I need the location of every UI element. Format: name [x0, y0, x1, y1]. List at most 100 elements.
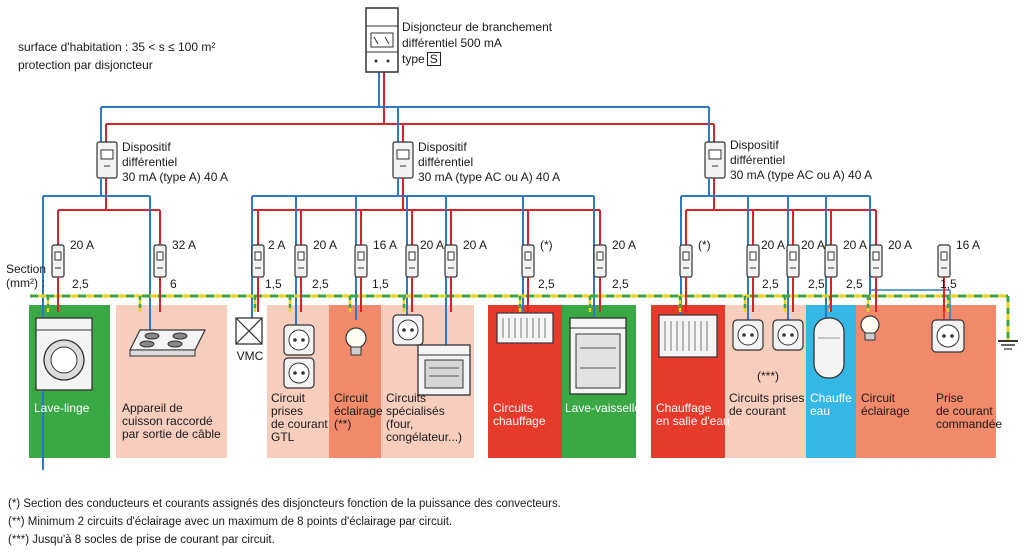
rcd-symbol-1	[96, 141, 118, 179]
label-prises: Circuits prises de courant	[729, 392, 804, 418]
conductor-section: 1,5	[265, 277, 282, 291]
rcd-symbol-3	[704, 141, 726, 179]
conductor-section: 1,5	[940, 277, 957, 291]
circuit-breaker-icon	[786, 244, 800, 312]
breaker-rating: 20 A	[801, 238, 826, 252]
breaker-rating: 16 A	[956, 238, 981, 252]
zone-eclairage-prise-commandee	[856, 305, 996, 458]
oven-icon	[417, 344, 471, 396]
circuit-breaker-icon	[824, 244, 838, 312]
breaker-rating: 20 A	[70, 238, 95, 252]
main-breaker-symbol	[365, 7, 399, 73]
breaker-rating: 2 A	[268, 238, 286, 252]
breaker-rating: 32 A	[172, 238, 197, 252]
label-line: chauffage	[493, 414, 546, 428]
label-lave-linge: Lave-linge	[34, 401, 90, 415]
label-chauffage: Circuits chauffage	[493, 402, 546, 428]
breaker-rating: 20 A	[420, 238, 445, 252]
circuit-breaker-icon	[153, 244, 167, 312]
label-line: Circuits	[493, 401, 534, 415]
label-prise-commandee: Prise de courant commandée	[936, 392, 1002, 431]
label-line: en salle d'eau	[656, 414, 730, 428]
label-line: Prise	[936, 391, 964, 405]
footnote-3: (***) Jusqu'à 8 socles de prise de coura…	[8, 534, 275, 546]
rcd-3-label-line3: 30 mA (type AC ou A) 40 A	[730, 168, 873, 182]
label-line: Circuits	[386, 391, 427, 405]
circuit-breaker-icon	[679, 244, 693, 312]
circuit-breaker-icon	[251, 244, 265, 312]
breaker-rating: (*)	[698, 238, 711, 252]
label-line: spécialisés	[386, 404, 445, 418]
circuit-breaker-icon	[937, 244, 951, 312]
circuit-breaker-icon	[521, 244, 535, 312]
circuit-breaker-icon	[444, 244, 458, 312]
footnote-2: (**) Minimum 2 circuits d'éclairage avec…	[8, 516, 453, 528]
label-line: éclairage	[334, 404, 383, 418]
breaker-rating: 20 A	[761, 238, 786, 252]
rcd-1-label-line1: Dispositif	[122, 140, 171, 154]
conductor-section: 2,5	[72, 277, 89, 291]
circuit-breaker-icon	[354, 244, 368, 312]
washing-machine-icon	[35, 317, 93, 391]
breaker-rating: 20 A	[888, 238, 913, 252]
type-value: S	[426, 52, 441, 66]
rcd-1-label-line3: 30 mA (type A) 40 A	[122, 170, 229, 184]
conductor-section: 2,5	[312, 277, 329, 291]
label-line: Chauffage	[656, 401, 712, 415]
conductor-section: 6	[170, 277, 177, 291]
rcd-2-label-line1: Dispositif	[418, 140, 467, 154]
surface-note: surface d'habitation : 35 < s ≤ 100 m²	[18, 40, 216, 54]
breaker-rating: (*)	[540, 238, 553, 252]
rcd-1-label-line2: différentiel	[122, 155, 178, 169]
cooktop-icon	[129, 329, 206, 357]
label-chauffage-sde: Chauffage en salle d'eau	[656, 402, 730, 428]
label-line: par sortie de câble	[122, 427, 221, 441]
label-line: (four,	[386, 417, 414, 431]
socket-icon	[392, 314, 424, 346]
label-line: Circuit	[861, 391, 896, 405]
circuit-breaker-icon	[294, 244, 308, 312]
protection-note: protection par disjoncteur	[18, 58, 153, 72]
light-bulb-icon	[860, 315, 880, 341]
footnote-1: (*) Section des conducteurs et courants …	[8, 498, 561, 510]
breaker-rating: 20 A	[612, 238, 637, 252]
conductor-section: 2,5	[808, 277, 825, 291]
convector-heater-icon	[496, 312, 554, 344]
circuit-breaker-icon	[593, 244, 607, 312]
label-lave-vaisselle: Lave-vaisselle	[565, 401, 642, 415]
label-line: Appareil de	[122, 401, 183, 415]
breaker-layer	[51, 244, 951, 312]
circuit-breaker-icon	[405, 244, 419, 312]
circuit-breaker-icon	[869, 244, 883, 312]
breaker-rating: 20 A	[843, 238, 868, 252]
label-line: de courant	[936, 404, 993, 418]
light-bulb-icon	[345, 327, 367, 356]
label-chauffe-eau: Chauffe eau	[810, 392, 852, 418]
section-label-line2: (mm²) :	[6, 276, 45, 290]
label-line: Chauffe	[810, 391, 852, 405]
convector-heater-icon	[658, 314, 718, 358]
label-line: (**)	[334, 417, 352, 431]
rcd-3-label-line1: Dispositif	[730, 138, 779, 152]
rcd-2-label-line3: 30 mA (type AC ou A) 40 A	[418, 170, 561, 184]
label-line: Circuit	[271, 391, 306, 405]
label-line: cuisson raccordé	[122, 414, 213, 428]
section-label-line1: Section	[6, 262, 47, 276]
label-eclairage-1: Circuit éclairage (**)	[334, 392, 383, 431]
label-specialises: Circuits spécialisés (four, congélateur.…	[386, 392, 462, 444]
conductor-section: 2,5	[762, 277, 779, 291]
conductor-section: 2,5	[538, 277, 555, 291]
conductor-section: 2,5	[612, 277, 629, 291]
circuit-breaker-icon	[746, 244, 760, 312]
main-breaker-sensitivity: différentiel 500 mA	[402, 36, 502, 50]
label-prises-asterisk: (***)	[756, 369, 779, 383]
label-line: éclairage	[861, 404, 910, 418]
rcd-3-label-line2: différentiel	[730, 153, 786, 167]
socket-icon	[283, 324, 315, 389]
group-2-bus	[251, 178, 601, 345]
socket-icon	[732, 319, 804, 351]
label-cuisson: Appareil de cuisson raccordé par sortie …	[122, 402, 221, 441]
vmc-fan-icon	[235, 317, 263, 345]
